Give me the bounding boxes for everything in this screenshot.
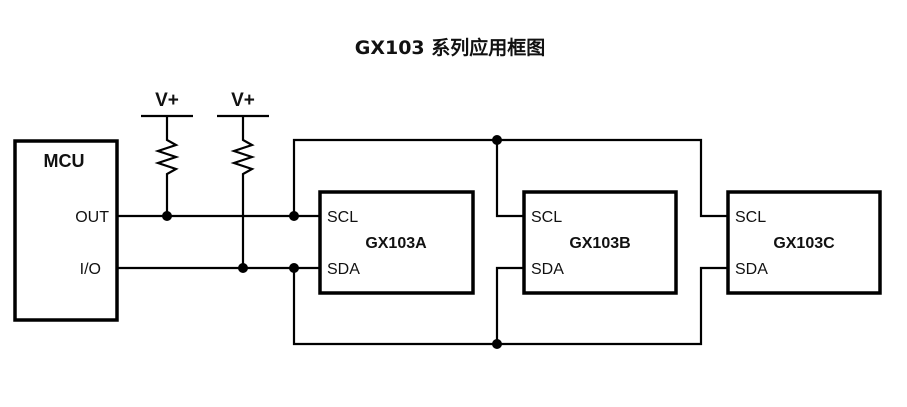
supply-label: V+ [231, 90, 255, 111]
chip-name: GX103C [773, 235, 835, 252]
chip-gx103c: SCL GX103C SDA [726, 190, 882, 295]
pullup-resistor-1 [154, 116, 180, 216]
scl-net [117, 135, 727, 221]
chip-pin-sda: SDA [735, 261, 768, 278]
mcu-pin-out: OUT [75, 209, 109, 226]
chip-pin-scl: SCL [327, 209, 358, 226]
junction-dot [492, 339, 502, 349]
supply-1: V+ [141, 90, 193, 216]
diagram-title: GX103 系列应用框图 [355, 36, 546, 59]
chip-pin-scl: SCL [531, 209, 562, 226]
sda-net [117, 263, 727, 349]
chip-gx103a: SCL GX103A SDA [318, 190, 475, 295]
pullup-resistor-2 [230, 116, 256, 268]
junction-dot [289, 211, 299, 221]
junction-dot [162, 211, 172, 221]
chip-pin-scl: SCL [735, 209, 766, 226]
mcu-pin-io: I/O [80, 261, 101, 278]
chip-name: GX103B [569, 235, 630, 252]
chip-gx103b: SCL GX103B SDA [522, 190, 678, 295]
supply-2: V+ [217, 90, 269, 268]
junction-dot [238, 263, 248, 273]
junction-dot [289, 263, 299, 273]
chip-pin-sda: SDA [327, 261, 360, 278]
supply-label: V+ [155, 90, 179, 111]
chip-name: GX103A [365, 235, 427, 252]
mcu-block: MCU OUT I/O [13, 139, 119, 322]
junction-dot [492, 135, 502, 145]
chip-pin-sda: SDA [531, 261, 564, 278]
mcu-label: MCU [44, 151, 85, 171]
